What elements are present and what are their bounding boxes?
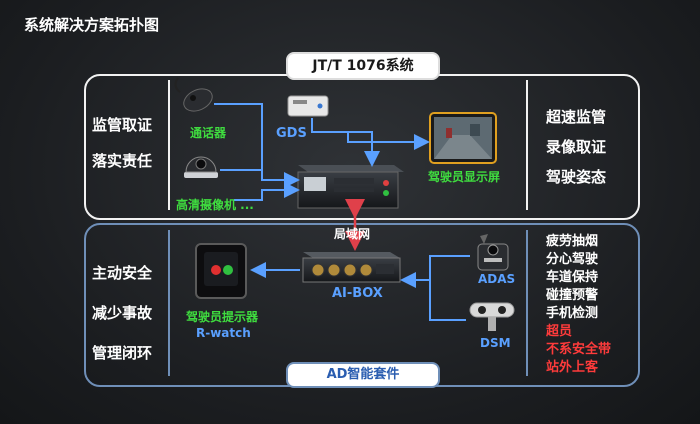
divider-top-left [168,80,170,210]
dsm-label: DSM [480,336,511,350]
link-camera2-mdvr [234,182,300,201]
intercom-icon [174,77,213,112]
intercom-label: 通话器 [190,126,227,140]
right-bottom-item: 疲劳抽烟 [546,234,599,249]
rwatch-cn-label: 驾驶员提示器 [186,310,259,324]
page-title: 系统解决方案拓扑图 [24,16,160,34]
right-top-item: 驾驶姿态 [546,168,607,186]
dsm-icon [469,302,515,331]
right-bottom-item: 碰撞预警 [546,288,599,303]
left-top-item: 监管取证 [92,116,153,134]
left-bottom-item: 主动安全 [92,264,153,282]
right-bottom-item: 车道保持 [546,270,599,285]
adas-icon [477,234,509,271]
rwatch-icon [195,243,247,299]
divider-bottom-right [526,230,528,376]
driver-display-label: 驾驶员显示屏 [428,170,501,184]
link-gds-mdvr [311,118,380,167]
mdvr-icon [297,165,404,209]
right-top-item: 录像取证 [546,138,607,156]
left-bottom-item: 减少事故 [92,304,153,322]
gds-label: GDS [276,126,307,141]
right-bottom-red-item: 超员 [546,324,573,339]
divider-top-right [526,80,528,210]
suite-title: AD智能套件 [286,362,440,388]
right-bottom-red-item: 站外上客 [546,360,599,375]
camera-icon [184,156,218,178]
lan-label: 局域网 [334,227,371,241]
left-top-item: 落实责任 [92,152,153,170]
system-title: JT/T 1076系统 [286,52,440,80]
right-bottom-red-item: 不系安全带 [546,342,612,357]
link-adas-dsm [429,255,470,321]
divider-bottom-left [168,230,170,376]
camera-label: 高清摄像机 ... [176,198,254,212]
link-to-display [347,132,430,150]
rwatch-en-label: R-watch [196,326,251,340]
left-bottom-item: 管理闭环 [92,344,153,362]
driver-display-icon [429,112,497,164]
adas-label: ADAS [478,272,516,286]
gds-icon [287,95,329,117]
aibox-label: AI-BOX [332,286,383,301]
right-bottom-item: 分心驾驶 [546,252,599,267]
right-bottom-item: 手机检测 [546,306,599,321]
right-top-item: 超速监管 [546,108,607,126]
aibox-icon [302,252,401,283]
link-intercom-mdvr [214,103,300,188]
